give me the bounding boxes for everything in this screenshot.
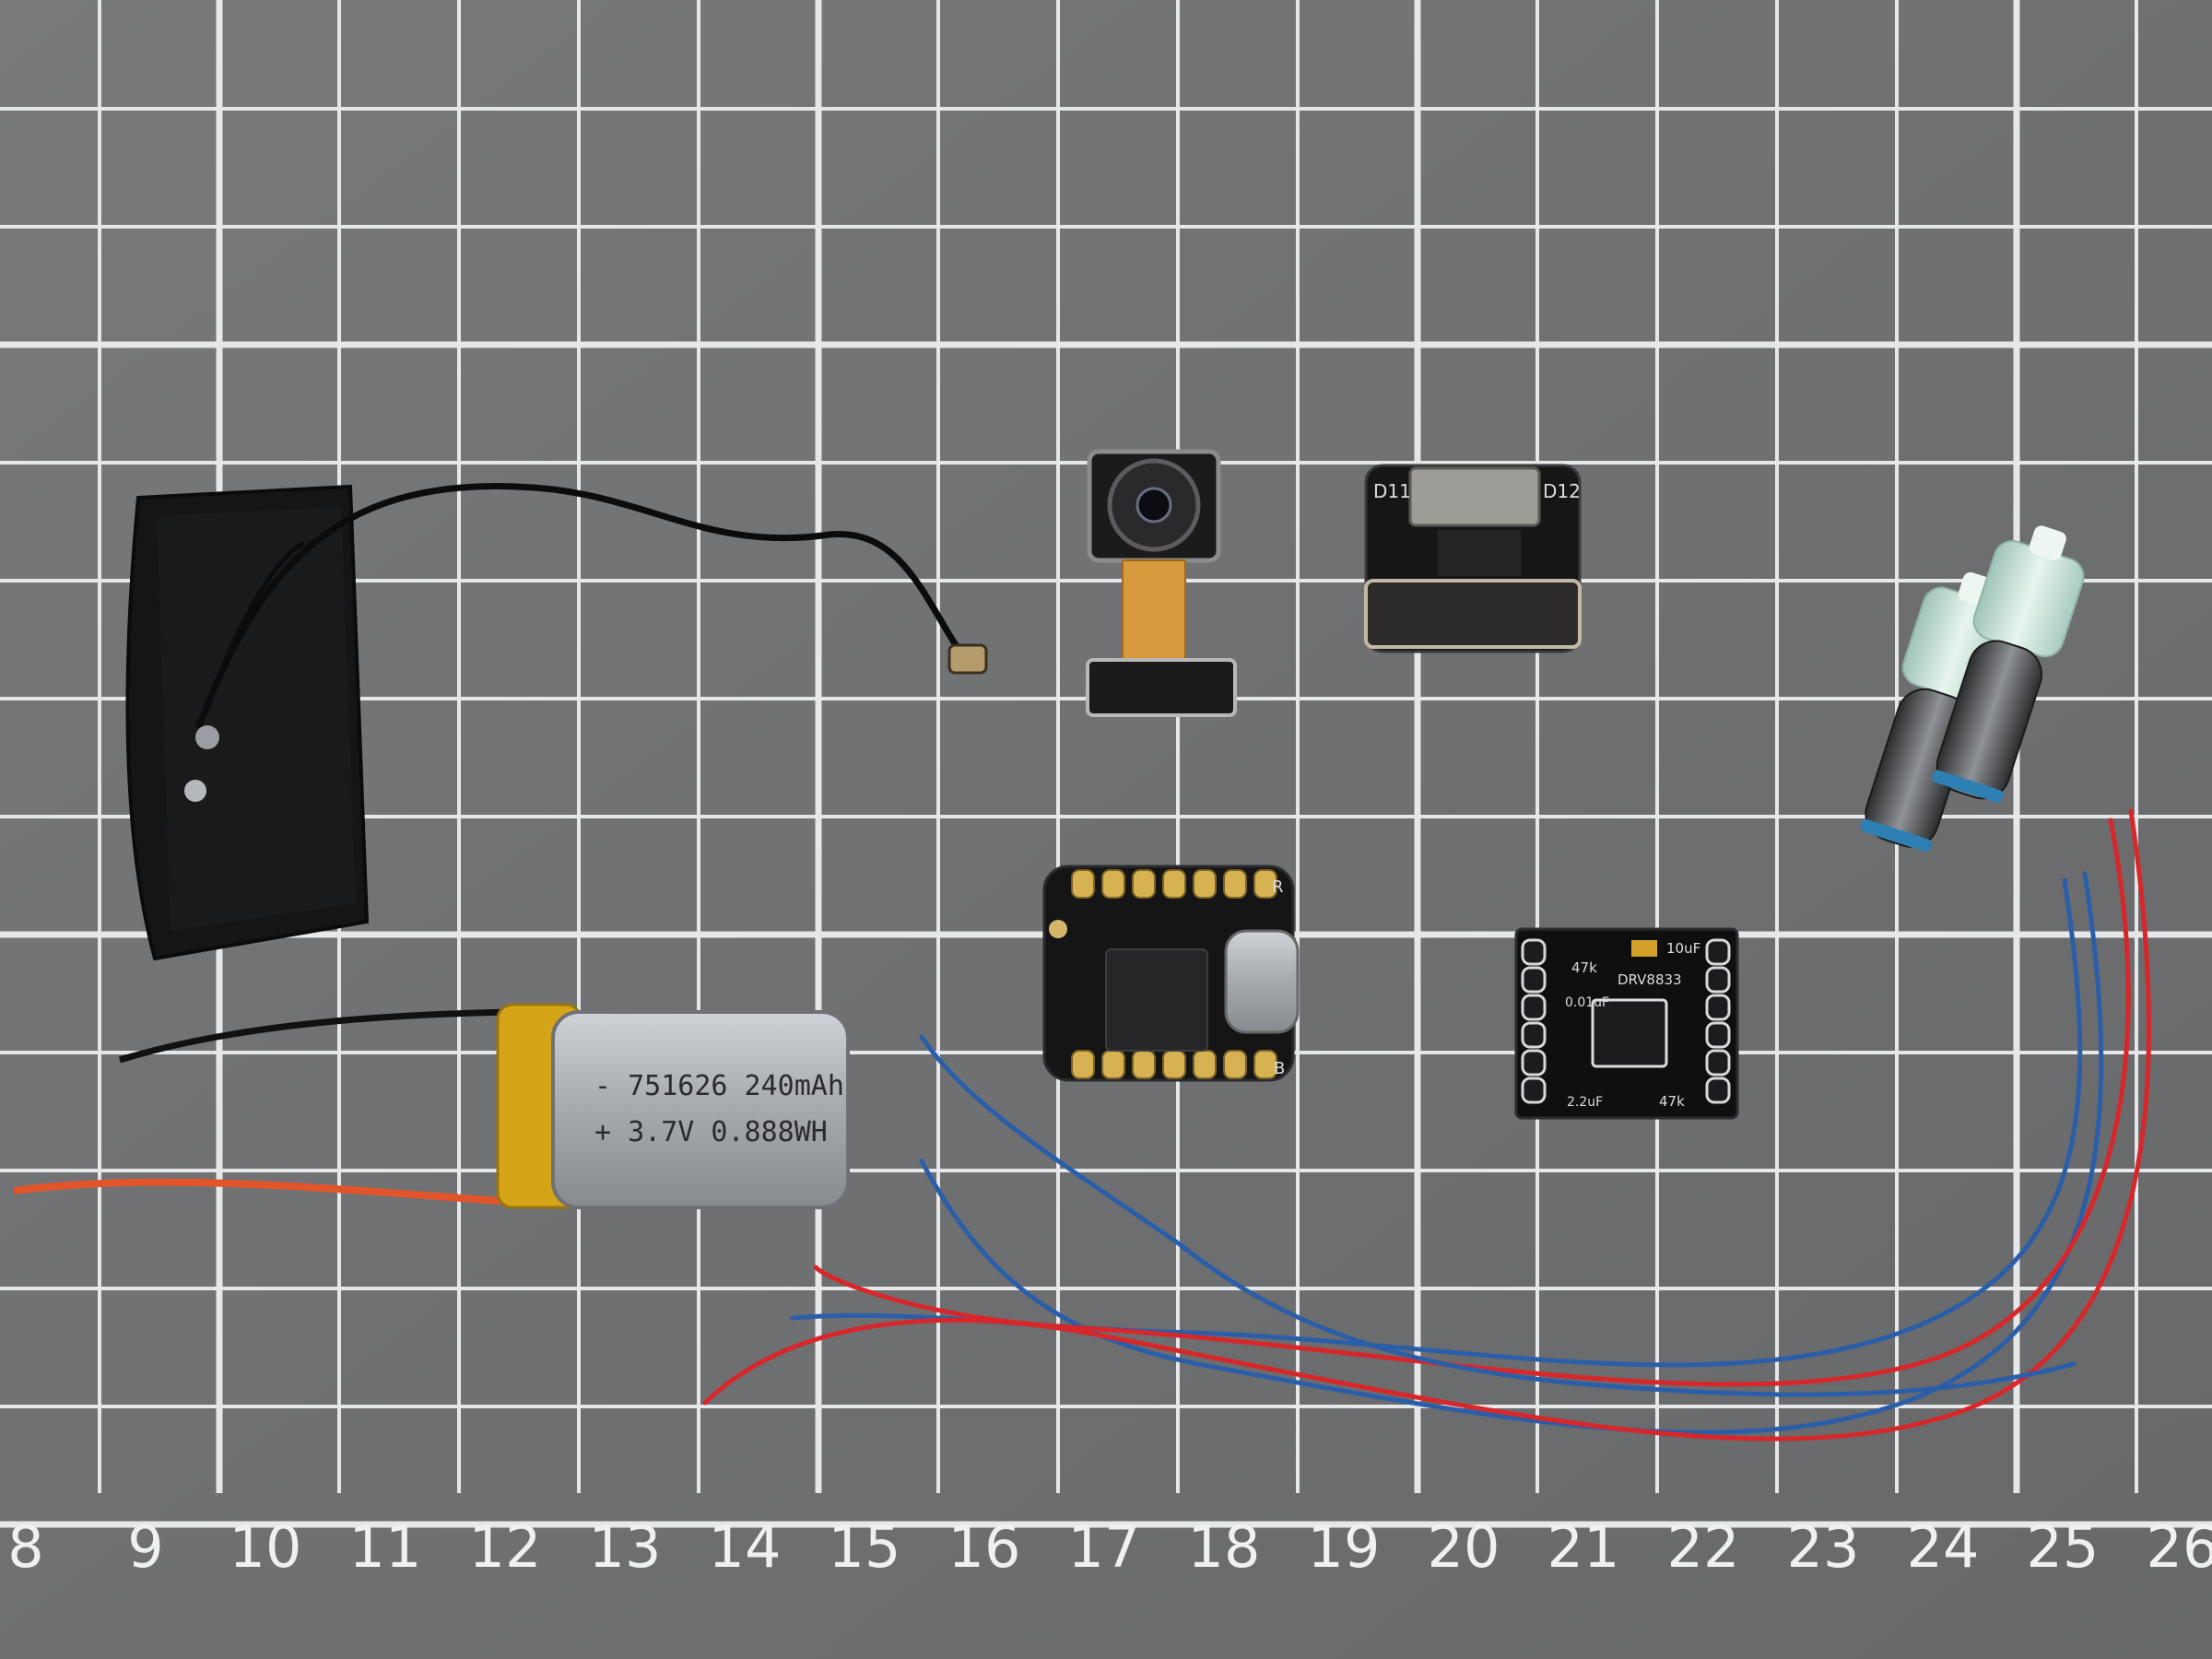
- driver-pad: [1521, 994, 1547, 1021]
- battery-spec-line2: + 3.7V 0.888WH: [594, 1116, 828, 1148]
- ruler-number: 24: [1907, 1513, 1980, 1581]
- ruler-number: 17: [1068, 1513, 1141, 1581]
- driver-chip-label: DRV8833: [1618, 971, 1682, 988]
- ruler-number: 20: [1428, 1513, 1500, 1581]
- battery-spec-line1: - 751626 240mAh: [594, 1070, 844, 1102]
- driver-pad: [1521, 1049, 1547, 1077]
- driver-cap-bottom: 2.2uF: [1567, 1095, 1603, 1110]
- ruler-numbers: 8 9 10 11 12 13 14 15 16 17 18 19 20 21 22 23 24 25 26: [7, 1513, 2212, 1581]
- ruler-number: 10: [229, 1513, 302, 1581]
- mcu-pad: [1071, 869, 1095, 899]
- ruler-number: 25: [2027, 1513, 2100, 1581]
- adapter-label-right: D12: [1543, 480, 1581, 502]
- driver-pad: [1705, 1077, 1731, 1104]
- motor-wires: [702, 808, 2151, 1441]
- driver-cap-label: 10uF: [1666, 940, 1700, 957]
- driver-pad: [1705, 938, 1731, 966]
- camera-module-icon: [1086, 449, 1237, 717]
- driver-pads-left: [1521, 938, 1547, 1104]
- mcu-corner-b: B: [1274, 1059, 1285, 1078]
- mcu-pad: [1162, 1050, 1186, 1079]
- driver-pad: [1521, 1077, 1547, 1104]
- mcu-pad: [1223, 1050, 1247, 1079]
- microcontroller-board: R B: [1042, 865, 1300, 1082]
- driver-pad: [1521, 938, 1547, 966]
- ruler-number: 14: [709, 1513, 782, 1581]
- ruler-number: 22: [1667, 1513, 1740, 1581]
- mcu-pad: [1193, 1050, 1217, 1079]
- driver-cap-mid: 0.01uF: [1565, 995, 1609, 1010]
- ruler-number: 12: [469, 1513, 542, 1581]
- driver-pad: [1521, 1021, 1547, 1049]
- coreless-motor-icon: [1860, 525, 2085, 852]
- ruler-number: 18: [1188, 1513, 1261, 1581]
- driver-res-bottom: 47k: [1659, 1093, 1685, 1110]
- driver-pad: [1705, 1021, 1731, 1049]
- ruler-number: 11: [349, 1513, 422, 1581]
- usb-c-port: [1224, 929, 1300, 1034]
- driver-pad: [1705, 1049, 1731, 1077]
- mcu-pad: [1101, 1050, 1125, 1079]
- ruler-number: 13: [589, 1513, 662, 1581]
- antenna-cable: [194, 483, 966, 730]
- driver-pad: [1705, 994, 1731, 1021]
- mcu-pads-bottom: [1071, 1050, 1277, 1079]
- adapter-label-left: D11: [1373, 480, 1411, 502]
- mcu-pad: [1253, 869, 1277, 899]
- camera-adapter-board: D11 D12: [1364, 464, 1582, 653]
- ruler-number: 19: [1308, 1513, 1381, 1581]
- flexible-antenna-icon: [125, 483, 988, 961]
- mcu-pad: [1162, 869, 1186, 899]
- mcu-pad: [1193, 869, 1217, 899]
- mcu-pads-top: [1071, 869, 1277, 899]
- mcu-pad: [1132, 869, 1156, 899]
- motor-driver-board: 10uF 47k DRV8833 0.01uF 2.2uF 47k: [1514, 927, 1739, 1120]
- mcu-corner-r: R: [1272, 877, 1284, 897]
- ruler-number: 8: [7, 1513, 43, 1581]
- driver-pad: [1705, 966, 1731, 994]
- mcu-chip: [1105, 948, 1208, 1052]
- driver-res-top: 47k: [1571, 959, 1597, 976]
- ufl-connector: [947, 643, 988, 675]
- lipo-battery-icon: - 751626 240mAh + 3.7V 0.888WH: [13, 1003, 850, 1209]
- mcu-pad: [1253, 1050, 1277, 1079]
- driver-pad: [1521, 966, 1547, 994]
- mcu-pad: [1101, 869, 1125, 899]
- mcu-pad: [1223, 869, 1247, 899]
- ruler-number: 23: [1787, 1513, 1860, 1581]
- driver-chip: [1591, 998, 1668, 1068]
- driver-pads-right: [1705, 938, 1731, 1104]
- ruler-number: 26: [2147, 1513, 2212, 1581]
- mcu-pad: [1132, 1050, 1156, 1079]
- ruler-number: 16: [948, 1513, 1021, 1581]
- ruler-number: 9: [127, 1513, 163, 1581]
- mcu-pad: [1071, 1050, 1095, 1079]
- ruler-number: 21: [1547, 1513, 1620, 1581]
- ruler-number: 15: [829, 1513, 901, 1581]
